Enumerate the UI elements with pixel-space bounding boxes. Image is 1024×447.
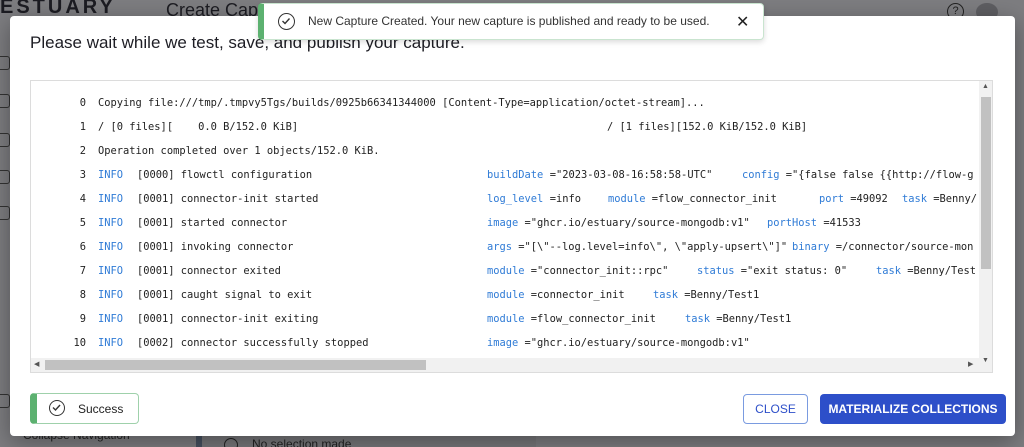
- log-field-key: binary: [792, 241, 830, 253]
- log-line-number: 4: [79, 193, 86, 205]
- log-field-key: port: [819, 193, 845, 205]
- log-field-key: module: [487, 265, 525, 277]
- log-field-key: module: [608, 193, 646, 205]
- log-message: Operation completed over 1 objects/152.0…: [98, 145, 380, 157]
- log-message: [0001] caught signal to exit: [137, 289, 313, 301]
- log-message: [0001] started connector: [137, 217, 288, 229]
- log-field-key: status: [697, 265, 735, 277]
- log-field-value: =info: [549, 193, 581, 205]
- log-field-value: =Benny/Test: [907, 265, 977, 277]
- log-message: [0001] connector-init started: [137, 193, 319, 205]
- log-field-key: task: [902, 193, 928, 205]
- log-line-number: 3: [79, 169, 86, 181]
- status-badge: Success: [30, 393, 139, 424]
- horizontal-scroll-thumb[interactable]: [45, 360, 426, 370]
- log-field-value: ="ghcr.io/estuary/source-mongodb:v1": [524, 337, 750, 349]
- log-message: Copying file:///tmp/.tmpvy5Tgs/builds/09…: [98, 97, 705, 109]
- materialize-collections-button[interactable]: MATERIALIZE COLLECTIONS: [820, 394, 1006, 424]
- log-field-value: ="{false false {{http://flow-g: [785, 169, 974, 181]
- scroll-up-arrow-icon[interactable]: ▲: [982, 83, 989, 90]
- log-message: [0000] flowctl configuration: [137, 169, 313, 181]
- scroll-left-arrow-icon[interactable]: ◀: [34, 361, 40, 368]
- success-toast: New Capture Created. Your new capture is…: [258, 3, 764, 40]
- log-line-number: 8: [79, 289, 86, 301]
- log-line-number: 6: [79, 241, 86, 253]
- scroll-down-arrow-icon[interactable]: ▼: [982, 357, 989, 364]
- log-field-key: log_level: [487, 193, 544, 205]
- log-level: INFO: [98, 193, 124, 205]
- log-message: / [0 files][ 0.0 B/152.0 KiB]: [98, 121, 299, 133]
- collections-icon: [0, 133, 10, 147]
- log-field-value: =Benny/Test1: [684, 289, 760, 301]
- log-level: INFO: [98, 313, 124, 325]
- log-field-key: task: [876, 265, 902, 277]
- log-line-number: 1: [79, 121, 86, 133]
- info-icon: [224, 438, 238, 447]
- log-field-value: ="[\"--log.level=info\", \"apply-upsert\…: [518, 241, 788, 253]
- log-field-value: ="2023-03-08-16:58:58-UTC": [549, 169, 713, 181]
- log-line-number: 10: [73, 337, 86, 349]
- log-level: INFO: [98, 169, 124, 181]
- app-logo: ESTUARY: [0, 0, 116, 18]
- home-icon: [0, 56, 10, 70]
- log-line-number: 7: [79, 265, 86, 277]
- log-field-value: =49092: [850, 193, 888, 205]
- log-level: INFO: [98, 241, 124, 253]
- check-circle-icon: [49, 400, 65, 416]
- close-button[interactable]: CLOSE: [743, 394, 808, 424]
- log-field-value: =flow_connector_init: [651, 193, 777, 205]
- status-label: Success: [78, 402, 124, 416]
- log-field-value: =flow_connector_init: [530, 313, 656, 325]
- log-line-number: 2: [79, 145, 86, 157]
- scroll-right-arrow-icon[interactable]: ▶: [968, 361, 974, 368]
- log-field-key: image: [487, 217, 519, 229]
- log-level: INFO: [98, 265, 124, 277]
- log-field-value: =/connector/source-mon: [835, 241, 974, 253]
- materialization-icon: [0, 170, 10, 184]
- log-message: [0001] connector exited: [137, 265, 281, 277]
- log-field-value: =41533: [823, 217, 861, 229]
- publish-dialog: Please wait while we test, save, and pub…: [10, 16, 1015, 436]
- close-icon[interactable]: ✕: [736, 14, 750, 31]
- log-level: INFO: [98, 217, 124, 229]
- log-field-value: ="exit status: 0": [740, 265, 848, 277]
- log-level: INFO: [98, 289, 124, 301]
- log-field-key: module: [487, 313, 525, 325]
- log-content: 0 Copying file:///tmp/.tmpvy5Tgs/builds/0…: [31, 97, 981, 359]
- log-field-key: task: [685, 313, 711, 325]
- admin-icon: [0, 206, 10, 220]
- log-line-number: 9: [79, 313, 86, 325]
- toast-message: New Capture Created. Your new capture is…: [308, 14, 710, 28]
- log-field-key: module: [487, 289, 525, 301]
- log-line-number: 0: [79, 97, 86, 109]
- check-circle-icon: [278, 13, 295, 30]
- log-level: INFO: [98, 337, 124, 349]
- log-field-key: task: [653, 289, 679, 301]
- log-message: [0002] connector successfully stopped: [137, 337, 369, 349]
- log-field-key: buildDate: [487, 169, 544, 181]
- log-field-key: config: [742, 169, 780, 181]
- log-field-value: =Benny/Test1: [716, 313, 792, 325]
- log-field-value: ="connector_init::rpc": [530, 265, 669, 277]
- capture-icon: [0, 94, 10, 108]
- log-line-number: 5: [79, 217, 86, 229]
- vertical-scroll-thumb[interactable]: [981, 97, 991, 269]
- vertical-scrollbar[interactable]: ▲ ▼: [979, 81, 992, 372]
- log-field-key: portHost: [767, 217, 818, 229]
- log-viewer[interactable]: 0 Copying file:///tmp/.tmpvy5Tgs/builds/0…: [30, 80, 993, 373]
- collapse-icon: [0, 394, 10, 408]
- horizontal-scrollbar[interactable]: ◀ ▶: [31, 358, 979, 372]
- log-message: / [1 files][152.0 KiB/152.0 KiB]: [607, 121, 808, 133]
- log-message: [0001] connector-init exiting: [137, 313, 319, 325]
- panel-text: No selection made: [252, 437, 352, 447]
- log-field-key: image: [487, 337, 519, 349]
- log-field-key: args: [487, 241, 513, 253]
- log-field-value: ="ghcr.io/estuary/source-mongodb:v1": [524, 217, 750, 229]
- log-field-value: =connector_init: [530, 289, 625, 301]
- log-field-value: =Benny/: [933, 193, 977, 205]
- log-message: [0001] invoking connector: [137, 241, 294, 253]
